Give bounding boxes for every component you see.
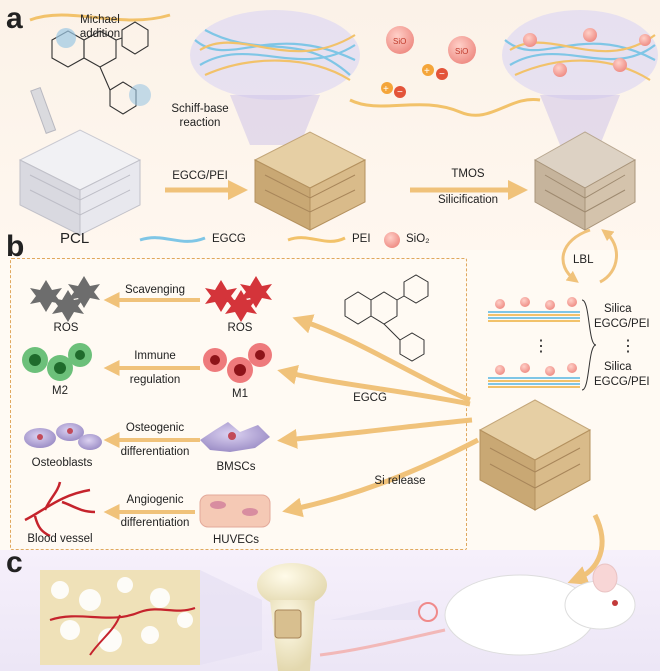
scavenging-label: Scavenging [124,284,186,296]
legend-pei-label: PEI [352,233,371,245]
ros-red-icon [205,276,272,322]
svg-text:SiO: SiO [455,47,468,56]
bmscs-label: BMSCs [216,461,256,473]
panel-letter-a: a [6,2,23,35]
svg-text:+: + [424,66,430,77]
schiff-base-label-1: Schiff-base [171,103,229,115]
legend-egcg-label: EGCG [212,233,246,245]
m2-macrophage-icon [22,343,92,381]
layer-top-label-1: Silica [604,303,632,315]
charge-icons: + − + − [381,64,448,98]
silicified-scaffold [533,131,637,231]
layer-bottom-label-2: EGCG/PEI [594,376,650,388]
svg-text:+: + [383,84,389,95]
m2-label: M2 [52,385,68,397]
huvecs-label: HUVECs [212,534,260,546]
pei-legend-icon [287,236,346,243]
angiogenic-differentiation-label: differentiation [120,517,190,529]
huvecs-icon [199,494,271,528]
egcg-molecule-a [51,21,149,115]
layer-dots: ⋮ [620,338,636,355]
layer-top-label-2: EGCG/PEI [594,318,650,330]
femur-icon [257,563,327,671]
immune-label: Immune [134,350,176,362]
mouse-icon [319,563,636,657]
svg-text:SiO: SiO [393,37,406,46]
bone-tissue-image [40,570,200,665]
osteogenic-label: Osteogenic [125,422,185,434]
michael-addition-label-2: addition [79,28,121,40]
svg-text:−: − [397,87,403,98]
ros-scavenged-label: ROS [53,322,79,334]
si-release-label: Si release [374,475,426,487]
egcg-pei-scaffold [253,131,367,231]
pcl-label: PCL [60,230,90,247]
layered-coating [488,297,597,391]
legend-sio2-label: SiO₂ [406,233,430,245]
sio2-molecules: SiO SiO [386,26,476,64]
osteogenic-differentiation-label: differentiation [120,446,190,458]
step2-label-2: Silicification [437,194,499,206]
egcg-legend-icon [139,236,206,243]
reactive-site-highlight [129,84,151,106]
svg-text:−: − [439,69,445,80]
panel-letter-b: b [6,230,25,263]
michael-addition-label-1: Michael [80,14,120,26]
ros-label: ROS [227,322,253,334]
blood-vessel-label: Blood vessel [27,533,93,545]
bmscs-icon [200,422,270,452]
reactive-site-highlight [56,28,76,48]
angiogenic-label: Angiogenic [126,494,184,506]
regulation-label: regulation [129,374,181,386]
osteoblasts-label: Osteoblasts [31,457,93,469]
pcl-scaffold [18,86,142,236]
osteoblasts-icon [24,423,102,450]
coated-scaffold [478,399,592,511]
blood-vessel-icon [24,481,96,538]
m1-macrophage-icon [203,343,272,383]
m1-label: M1 [232,388,248,400]
sio2-legend-icon [384,232,400,248]
step1-label: EGCG/PEI [172,170,228,182]
silicified-fiber-network [502,10,658,100]
fiber-network [190,10,360,100]
ros-grey-icon [30,276,100,322]
layer-bottom-label-1: Silica [604,361,632,373]
step2-label-1: TMOS [451,168,485,180]
egcg-label: EGCG [353,392,387,404]
panel-letter-c: c [6,546,23,579]
egcg-molecule-b [344,274,429,362]
layer-dots-left: ⋮ [533,338,549,355]
schiff-base-label-2: reaction [179,117,221,129]
lbl-label: LBL [573,254,594,266]
